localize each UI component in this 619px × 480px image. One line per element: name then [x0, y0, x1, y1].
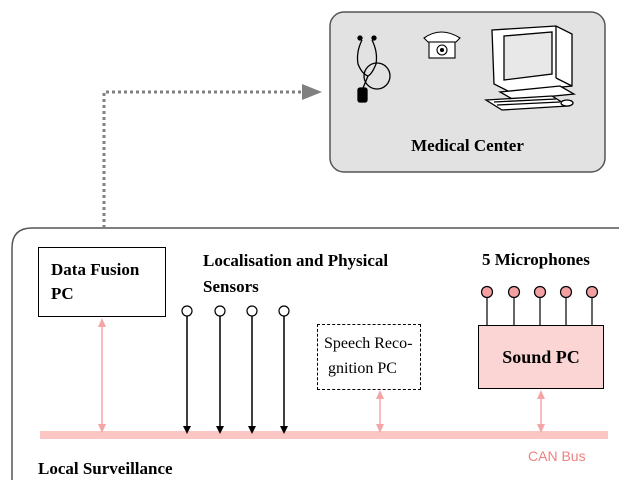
stethoscope-icon — [356, 35, 391, 103]
remote-link — [102, 90, 302, 228]
telephone-icon — [423, 31, 461, 59]
local-surveillance-frame — [11, 227, 619, 480]
can-bus — [40, 431, 608, 439]
microphone-5 — [585, 285, 599, 326]
microphone-3 — [533, 285, 547, 326]
speech-line1: Speech Reco- — [324, 335, 413, 352]
data-fusion-line2: PC — [51, 284, 74, 303]
sensor-2 — [214, 305, 226, 434]
microphone-2 — [507, 285, 521, 326]
sensors-title-line2: Sensors — [203, 277, 259, 296]
data-fusion-pc: Data Fusion PC — [38, 247, 166, 317]
speech-line2: gnition PC — [328, 360, 397, 377]
sensors-title: Localisation and Physical Sensors — [203, 248, 388, 300]
sensor-4 — [278, 305, 290, 434]
medical-center-title: Medical Center — [411, 136, 524, 155]
data-fusion-line1: Data Fusion — [51, 260, 140, 279]
sound-pc: Sound PC — [478, 325, 604, 389]
can-bus-label: CAN Bus — [528, 448, 586, 464]
sensor-1 — [181, 305, 193, 434]
speech-recognition-pc: Speech Reco- gnition PC — [317, 324, 421, 390]
sensors-title-line1: Localisation and Physical — [203, 251, 389, 270]
microphones-title: 5 Microphones — [482, 250, 590, 269]
microphone-4 — [559, 285, 573, 326]
microphone-1 — [480, 285, 494, 326]
remote-link-arrowhead — [302, 84, 322, 100]
computer-icon — [483, 25, 577, 111]
local-surveillance-title: Local Surveillance — [38, 459, 173, 478]
sensor-3 — [246, 305, 258, 434]
